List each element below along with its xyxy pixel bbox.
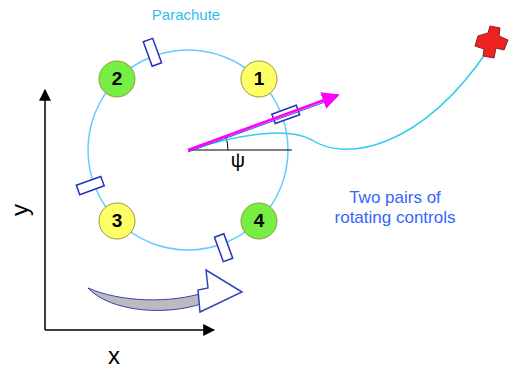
annotation-text: Two pairs of rotating controls [320, 188, 470, 227]
y-axis [44, 90, 46, 330]
title-label: Parachute [152, 6, 220, 23]
axis-label: y [6, 204, 34, 216]
circle-shape [241, 61, 277, 97]
numbered-circle: 1 [240, 60, 278, 98]
heading-line [188, 98, 336, 152]
control-flap [76, 176, 104, 194]
payload-symbol [475, 26, 508, 58]
rotation-arrow-body [88, 288, 212, 310]
callout-number: 2 [98, 60, 136, 98]
circle-shape [241, 203, 277, 239]
x-axis [45, 329, 214, 331]
numbered-circle: 2 [98, 60, 136, 98]
circle-shape [99, 61, 135, 97]
tether-cable [188, 50, 488, 150]
callout-number: 1 [240, 60, 278, 98]
control-flap [214, 234, 232, 262]
numbered-circle: 4 [240, 202, 278, 240]
callout-number: 3 [98, 202, 136, 240]
axis-label: x [108, 342, 120, 369]
rotation-arrow-head [198, 270, 242, 312]
callout-number: 4 [240, 202, 278, 240]
control-flap [143, 38, 161, 66]
heading-arrow [188, 95, 338, 150]
numbered-circle: 3 [98, 202, 136, 240]
angle-symbol: ψ [231, 149, 245, 172]
circle-shape [99, 203, 135, 239]
